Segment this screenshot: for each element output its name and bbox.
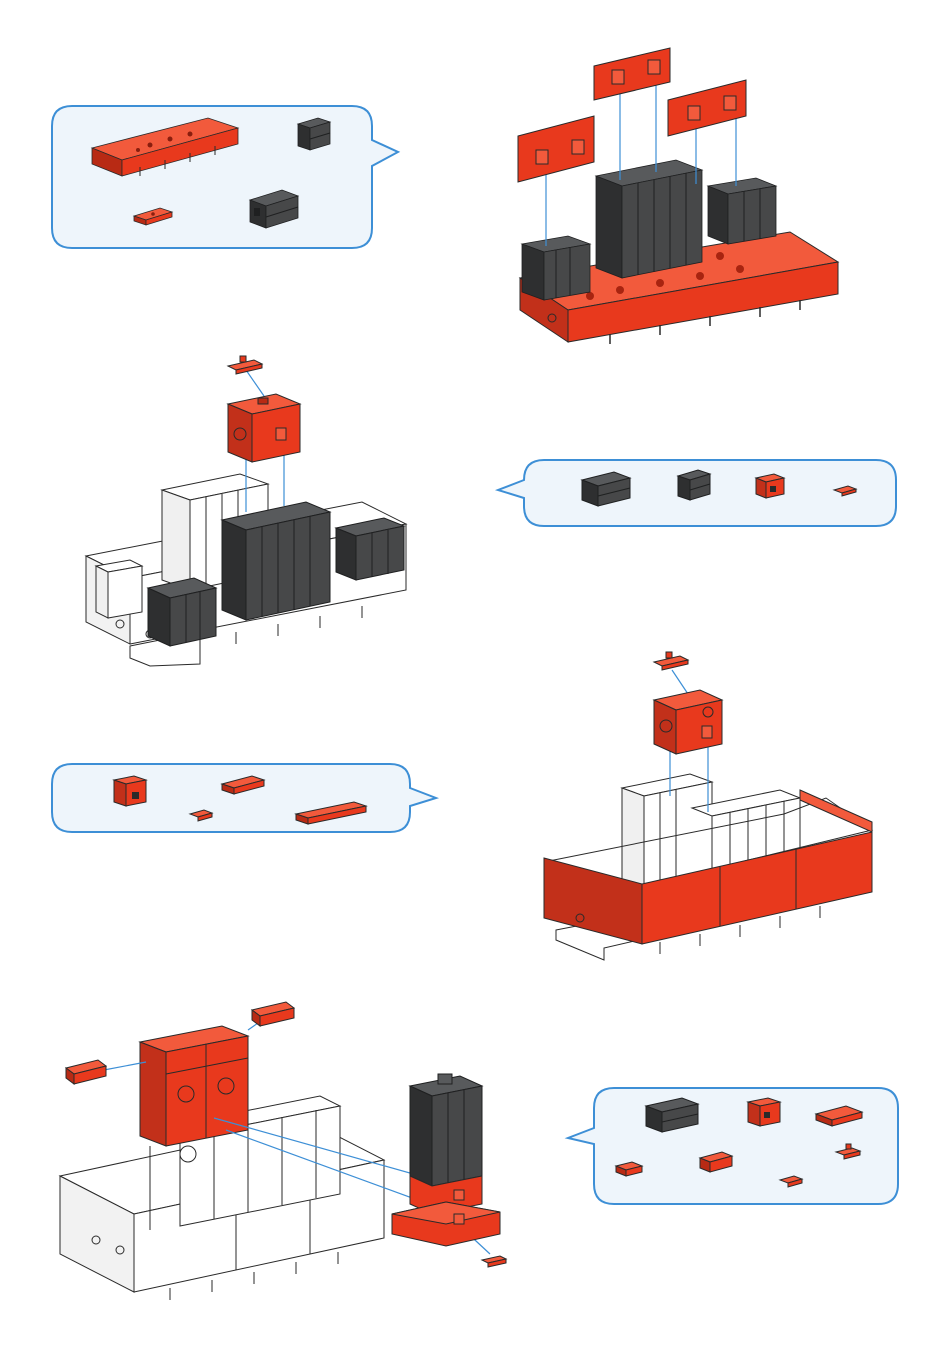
assembly-step-2: [86, 356, 406, 666]
red-building-block-cube-part: [756, 474, 784, 498]
assembly-step-6: [60, 1002, 506, 1300]
assembly-step-5: [544, 652, 872, 960]
red-building-block-cube: [654, 690, 722, 754]
assembly-step-1: [518, 48, 838, 344]
red-plate-floating-center: [594, 48, 670, 100]
callout-bubble: [52, 764, 436, 832]
black-block-cluster-left: [522, 236, 590, 300]
parts-callout-step-3: [498, 460, 896, 526]
parts-callout-step-1: [52, 106, 398, 248]
red-building-block-cube: [228, 394, 300, 462]
black-building-block-small-part: [298, 118, 330, 150]
red-connector-clip-right: [252, 1002, 294, 1026]
black-block-cluster-center: [596, 160, 702, 278]
red-building-block-cube-part: [748, 1098, 780, 1126]
parts-callout-step-4: [52, 764, 436, 832]
red-building-block-cube-part: [114, 776, 146, 806]
red-peg-small: [228, 356, 262, 374]
black-tower-on-red-base: [392, 1074, 500, 1246]
red-plate-floating-right: [668, 80, 746, 136]
red-peg-small: [654, 652, 688, 670]
black-block-cluster-right: [708, 178, 776, 244]
red-plate-floating-left: [518, 116, 594, 182]
red-peg-small: [482, 1256, 506, 1267]
black-building-block-small-part: [678, 470, 710, 500]
parts-callout-step-6: [568, 1088, 898, 1204]
black-block-cluster-front: [148, 578, 216, 646]
red-connector-clip-left: [66, 1060, 106, 1084]
black-block-cluster-side: [336, 518, 404, 580]
black-block-cluster-tall: [222, 502, 330, 620]
